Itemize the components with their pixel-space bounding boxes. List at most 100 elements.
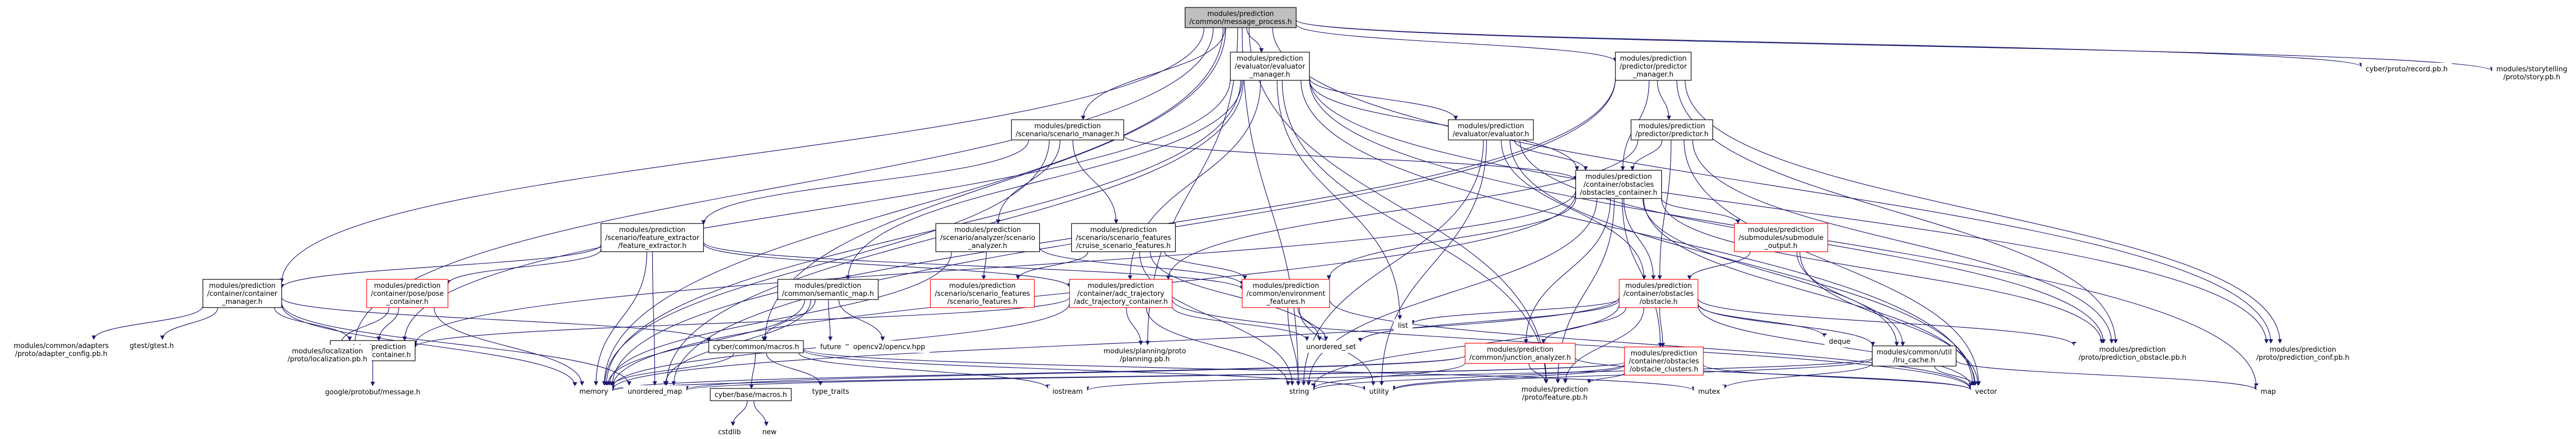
node-new[interactable]: new (758, 426, 781, 438)
edge-submodule-output-to-obstacle-h (1687, 251, 1751, 280)
node-box (710, 388, 792, 401)
edge-obstacles-container-to-submodule-output (1661, 198, 1741, 224)
node-evaluator[interactable]: modules/prediction/evaluator/evaluator.h (1448, 119, 1534, 140)
node-label-line: memory (579, 388, 609, 396)
node-box (1630, 119, 1713, 140)
node-box (708, 340, 804, 353)
node-box (2361, 63, 2452, 75)
node-deque[interactable]: deque (1824, 335, 1855, 347)
node-label-line: /adc_trajectory_container.h (1074, 298, 1168, 306)
node-feature-extractor[interactable]: modules/prediction/scenario/feature_extr… (601, 223, 704, 252)
node-box (366, 279, 448, 308)
node-box (283, 345, 372, 365)
node-box (2256, 385, 2280, 397)
node-obstacle-clusters[interactable]: modules/prediction/container/obstacles/o… (1624, 346, 1704, 376)
edge-predictor-manager-to-prediction-conf-pb (1685, 80, 2283, 344)
node-utility[interactable]: utility (1365, 385, 1393, 397)
node-box (1624, 346, 1704, 376)
edge-scenario-manager-to-memory (602, 139, 1050, 386)
node-label-line: utility (1369, 388, 1389, 396)
node-root[interactable]: modules/prediction/common/message_proces… (1185, 7, 1297, 28)
node-submodule-output[interactable]: modules/prediction/submodules/submodule_… (1734, 223, 1828, 252)
node-cstdlib[interactable]: cstdlib (713, 426, 745, 438)
node-vector[interactable]: vector (1971, 385, 2001, 397)
edge-junction-analyzer-to-feature-pb (1528, 363, 1548, 384)
node-label-line: /container/obstacles (1584, 181, 1654, 189)
node-string[interactable]: string (1285, 385, 1314, 397)
node-label-line: _analyzer.h (967, 242, 1007, 250)
node-unordered-map[interactable]: unordered_map (623, 385, 687, 397)
node-prediction-obstacle-pb[interactable]: modules/prediction/proto/prediction_obst… (2074, 343, 2191, 363)
edge-scenario-manager-to-feature-extractor (701, 139, 1029, 225)
node-evaluator-manager[interactable]: modules/prediction/evaluator/evaluator_m… (1230, 52, 1310, 81)
node-box (202, 279, 282, 308)
node-label-line: /proto/prediction_conf.pb.h (2257, 354, 2350, 362)
node-label-line: /container/pose/pose (371, 290, 444, 298)
node-adc-trajectory[interactable]: modules/prediction/container/adc_traject… (1069, 279, 1172, 308)
node-cyber-macros[interactable]: cyber/common/macros.h (708, 340, 804, 353)
edge-lru-cache-to-iostream (1085, 357, 1873, 391)
edge-root-to-string (1242, 27, 1301, 386)
edge-root-to-evaluator-manager (1246, 27, 1264, 53)
edge-obstacles-container-to-obstacle-clusters (1622, 198, 1663, 347)
node-scenario-features[interactable]: modules/prediction/scenario/scenario_fea… (930, 279, 1035, 308)
node-prediction-conf-pb[interactable]: modules/prediction/proto/prediction_conf… (2252, 343, 2354, 363)
node-lru-cache[interactable]: modules/common/util/lru_cache.h (1872, 345, 1957, 367)
node-gtest[interactable]: gtest/gtest.h (125, 339, 178, 352)
node-environment-features[interactable]: modules/prediction/common/environment_fe… (1242, 279, 1330, 308)
edge-cyber-macros-to-type-traits (766, 352, 823, 386)
node-memory[interactable]: memory (575, 385, 613, 397)
edge-cruise-features-to-scenario-features (1015, 251, 1088, 280)
node-scenario-manager[interactable]: modules/prediction/scenario/scenario_man… (1011, 119, 1125, 140)
edge-obstacle-h-to-list (1410, 298, 1620, 325)
node-story-pb[interactable]: modules/storytelling/proto/story.pb.h (2492, 63, 2572, 83)
node-label-line: modules/prediction (1090, 226, 1156, 234)
edge-submodule-output-to-vector (1799, 251, 1980, 386)
node-pose-container[interactable]: modules/prediction/container/pose/pose_c… (366, 279, 448, 308)
node-cruise-features[interactable]: modules/prediction/scenario/scenario_fea… (1071, 223, 1176, 252)
node-label-line: modules/prediction (1521, 386, 1588, 394)
node-list[interactable]: list (1393, 319, 1413, 332)
node-label-line: cyber/base/macros.h (715, 391, 787, 399)
node-predictor-manager[interactable]: modules/prediction/predictor/predictor_m… (1615, 52, 1692, 81)
edge-obstacles-container-to-lru-cache (1643, 198, 1899, 346)
node-predictor[interactable]: modules/prediction/predictor/predictor.h (1630, 119, 1713, 140)
node-box (777, 279, 879, 300)
node-adapter-config-pb[interactable]: modules/common/adapters/proto/adapter_co… (9, 339, 113, 360)
node-feature-pb[interactable]: modules/prediction/proto/feature.pb.h (1517, 383, 1593, 403)
node-base-macros[interactable]: cyber/base/macros.h (710, 388, 792, 401)
edge-obstacle-clusters-to-unordered-map (684, 362, 1625, 391)
node-mutex[interactable]: mutex (1694, 385, 1725, 397)
node-planning-pb[interactable]: modules/planning/proto/planning.pb.h (1099, 345, 1191, 365)
edge-evaluator-to-obstacle-h (1500, 139, 1647, 280)
node-box (1048, 385, 1087, 397)
node-future[interactable]: future (816, 341, 846, 353)
node-semantic-map[interactable]: modules/prediction/common/semantic_map.h (777, 279, 879, 300)
node-label-line: list (1398, 322, 1408, 330)
node-opencv[interactable]: opencv2/opencv.hpp (849, 341, 930, 353)
node-scenario-analyzer[interactable]: modules/prediction/scenario/analyzer/sce… (935, 223, 1040, 252)
node-label-line: /planning.pb.h (1120, 355, 1170, 363)
edge-feature-extractor-to-pose-container (446, 249, 602, 285)
node-localization-pb[interactable]: modules/localization/proto/localization.… (283, 345, 372, 365)
node-label-line: type_traits (812, 388, 849, 396)
node-container-manager[interactable]: modules/prediction/container/container_m… (202, 279, 282, 308)
edge-root-to-record-pb (1295, 20, 2364, 68)
node-map[interactable]: map (2256, 385, 2280, 397)
node-protobuf-message[interactable]: google/protobuf/message.h (321, 386, 425, 398)
node-label-line: /lru_cache.h (1893, 357, 1935, 365)
node-junction-analyzer[interactable]: modules/prediction/common/junction_analy… (1464, 343, 1576, 364)
edge-base-macros-to-new (753, 400, 769, 426)
edge-environment-features-to-vector (1329, 299, 1973, 390)
node-obstacle-h[interactable]: modules/prediction/container/obstacles/o… (1619, 279, 1699, 308)
node-unordered-set[interactable]: unordered_set (1302, 341, 1360, 353)
edge-evaluator-to-utility (1379, 139, 1487, 386)
node-label-line: /feature_extractor.h (618, 242, 686, 250)
node-box (2492, 63, 2572, 83)
node-record-pb[interactable]: cyber/proto/record.pb.h (2361, 63, 2452, 75)
node-type-traits[interactable]: type_traits (808, 385, 854, 397)
node-label-line: modules/prediction (1638, 122, 1705, 130)
node-label-line: /scenario_features.h (947, 298, 1018, 306)
node-obstacles-container[interactable]: modules/prediction/container/obstacles/o… (1575, 170, 1662, 199)
node-iostream[interactable]: iostream (1048, 385, 1087, 397)
